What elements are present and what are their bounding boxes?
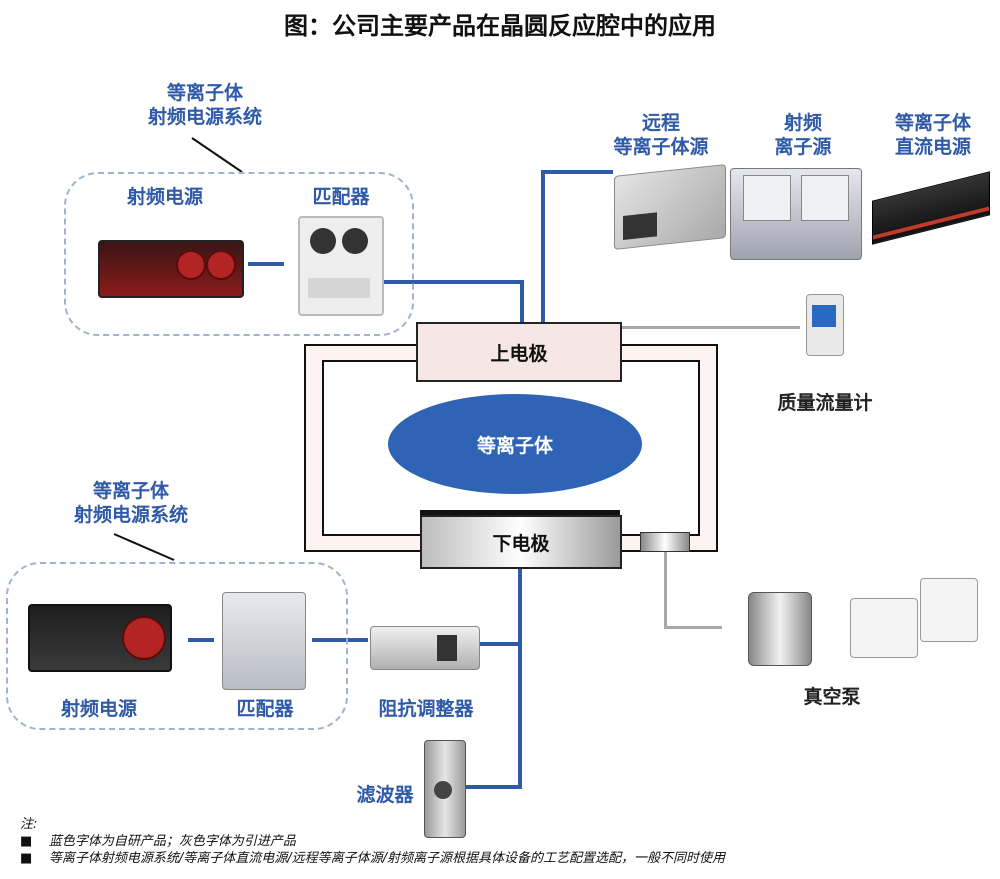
rf-ion-source-icon <box>730 168 862 260</box>
top-system-label: 等离子体 射频电源系统 <box>147 82 262 128</box>
dc-power-supply-icon <box>872 171 990 245</box>
mass-flow-controller-icon <box>806 294 844 356</box>
remote-plasma-source-label: 远程 等离子体源 <box>613 112 709 158</box>
upper-electrode: 上电极 <box>416 322 622 382</box>
connector-line <box>478 642 522 646</box>
mfc-label: 质量流量计 <box>777 392 873 414</box>
connector-line <box>518 566 522 788</box>
callout-line <box>191 137 243 173</box>
connector-line <box>520 280 524 322</box>
connector-line <box>541 170 613 174</box>
top-system-box <box>64 172 414 336</box>
filter-icon <box>424 740 466 838</box>
connector-line <box>312 638 368 642</box>
bottom-rf-power-label: 射频电源 <box>60 698 137 720</box>
turbo-pump-icon <box>748 592 812 666</box>
impedance-tuner-icon <box>370 626 480 670</box>
exhaust-port <box>640 532 690 552</box>
lower-electrode: 下电极 <box>420 515 622 569</box>
bottom-system-label: 等离子体 射频电源系统 <box>73 480 188 526</box>
rf-ion-source-label: 射频 离子源 <box>774 112 832 158</box>
filter-label: 滤波器 <box>356 784 414 806</box>
dry-pump-icon <box>920 578 978 642</box>
connector-line <box>382 280 524 284</box>
top-rf-power-label: 射频电源 <box>126 186 203 208</box>
rf-power-device-icon <box>98 240 244 298</box>
plasma-label: 等离子体 <box>476 434 553 457</box>
gas-line <box>622 326 800 329</box>
plasma-ellipse: 等离子体 <box>388 394 642 494</box>
wafer <box>420 510 620 515</box>
matcher-device-icon <box>222 592 306 690</box>
note-item: ■ 蓝色字体为自研产品；灰色字体为引进产品 <box>20 834 296 849</box>
remote-plasma-source-icon <box>614 164 726 250</box>
rf-power-device-icon <box>28 604 172 672</box>
notes-heading: 注: <box>20 817 38 832</box>
dry-pump-icon <box>850 598 918 658</box>
vacuum-line <box>664 550 667 628</box>
dc-power-label: 等离子体 直流电源 <box>894 112 971 158</box>
connector-line <box>466 785 522 789</box>
connector-line <box>188 638 214 642</box>
note-item: ■ 等离子体射频电源系统/等离子体直流电源/远程等离子体源/射频离子源根据具体设… <box>20 851 725 866</box>
impedance-tuner-label: 阻抗调整器 <box>378 698 474 720</box>
callout-line <box>113 533 175 561</box>
vacuum-pump-label: 真空泵 <box>803 686 861 708</box>
bottom-system-box <box>6 562 348 730</box>
connector-line <box>248 262 284 266</box>
connector-line <box>541 170 545 322</box>
top-matcher-label: 匹配器 <box>312 186 370 208</box>
vacuum-line <box>664 626 722 629</box>
matcher-device-icon <box>298 216 384 316</box>
page-title: 图：公司主要产品在晶圆反应腔中的应用 <box>284 11 716 40</box>
bottom-matcher-label: 匹配器 <box>236 698 294 720</box>
notes: 注: ■ 蓝色字体为自研产品；灰色字体为引进产品 ■ 等离子体射频电源系统/等离… <box>20 816 990 867</box>
